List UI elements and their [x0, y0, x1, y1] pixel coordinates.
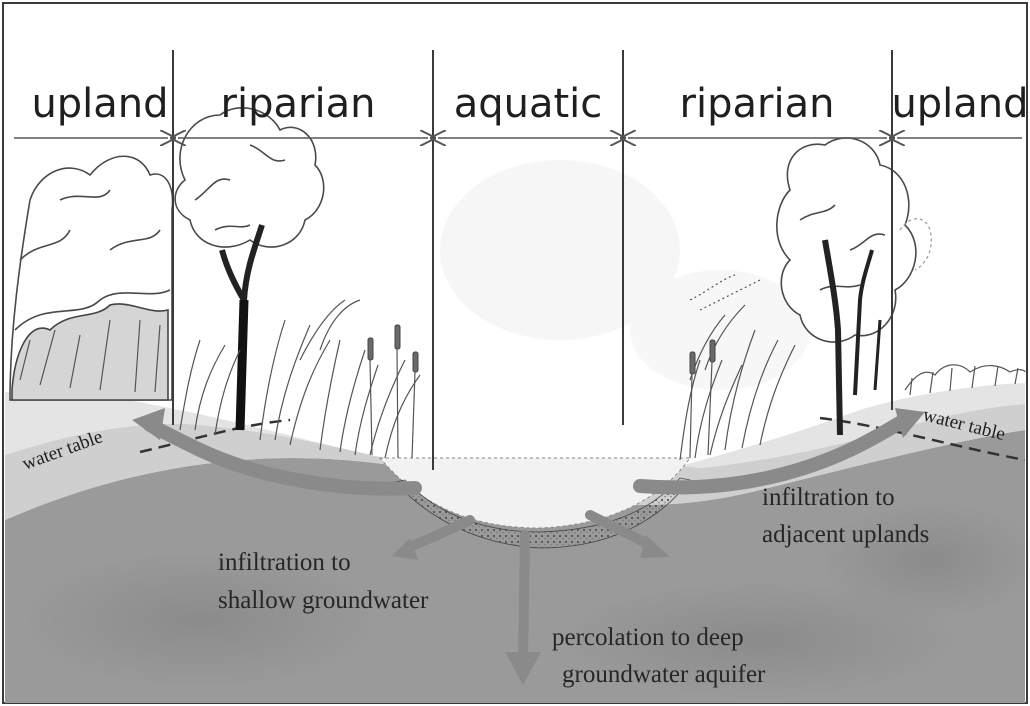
flow-label-shallow-line2: shallow groundwater [218, 587, 429, 614]
zone-label-upland-left: upland [31, 81, 168, 127]
flow-label-uplands-line2: adjacent uplands [762, 521, 929, 548]
flow-label-deep-line2: groundwater aquifer [562, 661, 766, 688]
upland-shrubs-left [10, 156, 173, 400]
flow-label-deep-line1: percolation to deep [552, 624, 744, 651]
flow-label-uplands-line1: infiltration to [762, 484, 895, 511]
flow-arrow-deep [523, 535, 525, 660]
zone-label-upland-right: upland [891, 81, 1028, 127]
zone-label-aquatic: aquatic [454, 81, 603, 127]
flow-label-shallow-line1: infiltration to [218, 549, 351, 576]
zone-label-riparian-right: riparian [680, 81, 835, 127]
zone-label-riparian-left: riparian [221, 81, 376, 127]
